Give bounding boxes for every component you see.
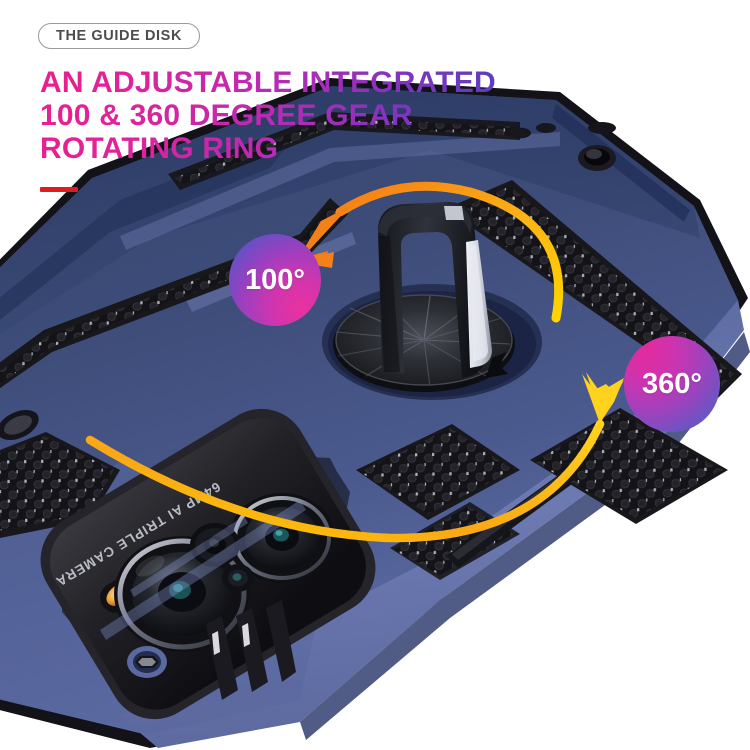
grip-panel-right-lower xyxy=(530,408,728,524)
grip-panel-center-lower xyxy=(356,424,520,520)
facet-top-left xyxy=(0,130,300,320)
side-buttons-left xyxy=(509,123,556,139)
page-title: AN ADJUSTABLE INTEGRATED 100 & 360 DEGRE… xyxy=(40,66,660,165)
facet-right-edge xyxy=(552,104,690,222)
rotate-360-arc-arrow xyxy=(85,372,624,543)
camera-port-left xyxy=(0,409,39,441)
facet-lower-edge-2 xyxy=(130,516,248,597)
ring-loop[interactable] xyxy=(378,202,492,378)
callout-360-label: 360° xyxy=(642,367,702,400)
facet-top-ridge xyxy=(120,132,560,250)
grip-panel-top-left xyxy=(0,198,348,389)
callout-100-degree: 100° xyxy=(229,234,321,326)
bottom-grip-ribs xyxy=(206,600,296,700)
ring-kickstand[interactable] xyxy=(322,202,542,400)
callout-360-degree: 360° xyxy=(624,336,720,432)
bottom-screw-port xyxy=(127,646,167,678)
grip-panel-top-center xyxy=(168,112,520,190)
top-edge-button xyxy=(588,122,616,134)
callout-100-label: 100° xyxy=(245,263,305,296)
camera-sensor-micro xyxy=(222,564,254,592)
case-top-shade xyxy=(0,86,700,335)
guide-disk-badge-label: THE GUIDE DISK xyxy=(56,27,183,44)
facet-lower-edge xyxy=(100,500,306,640)
case-bottom-rail-edge xyxy=(300,332,750,740)
title-underline-rule xyxy=(40,187,78,192)
guide-disk-badge: THE GUIDE DISK xyxy=(38,23,201,49)
top-port-hole xyxy=(578,145,616,171)
camera-lens-tertiary xyxy=(190,523,240,567)
